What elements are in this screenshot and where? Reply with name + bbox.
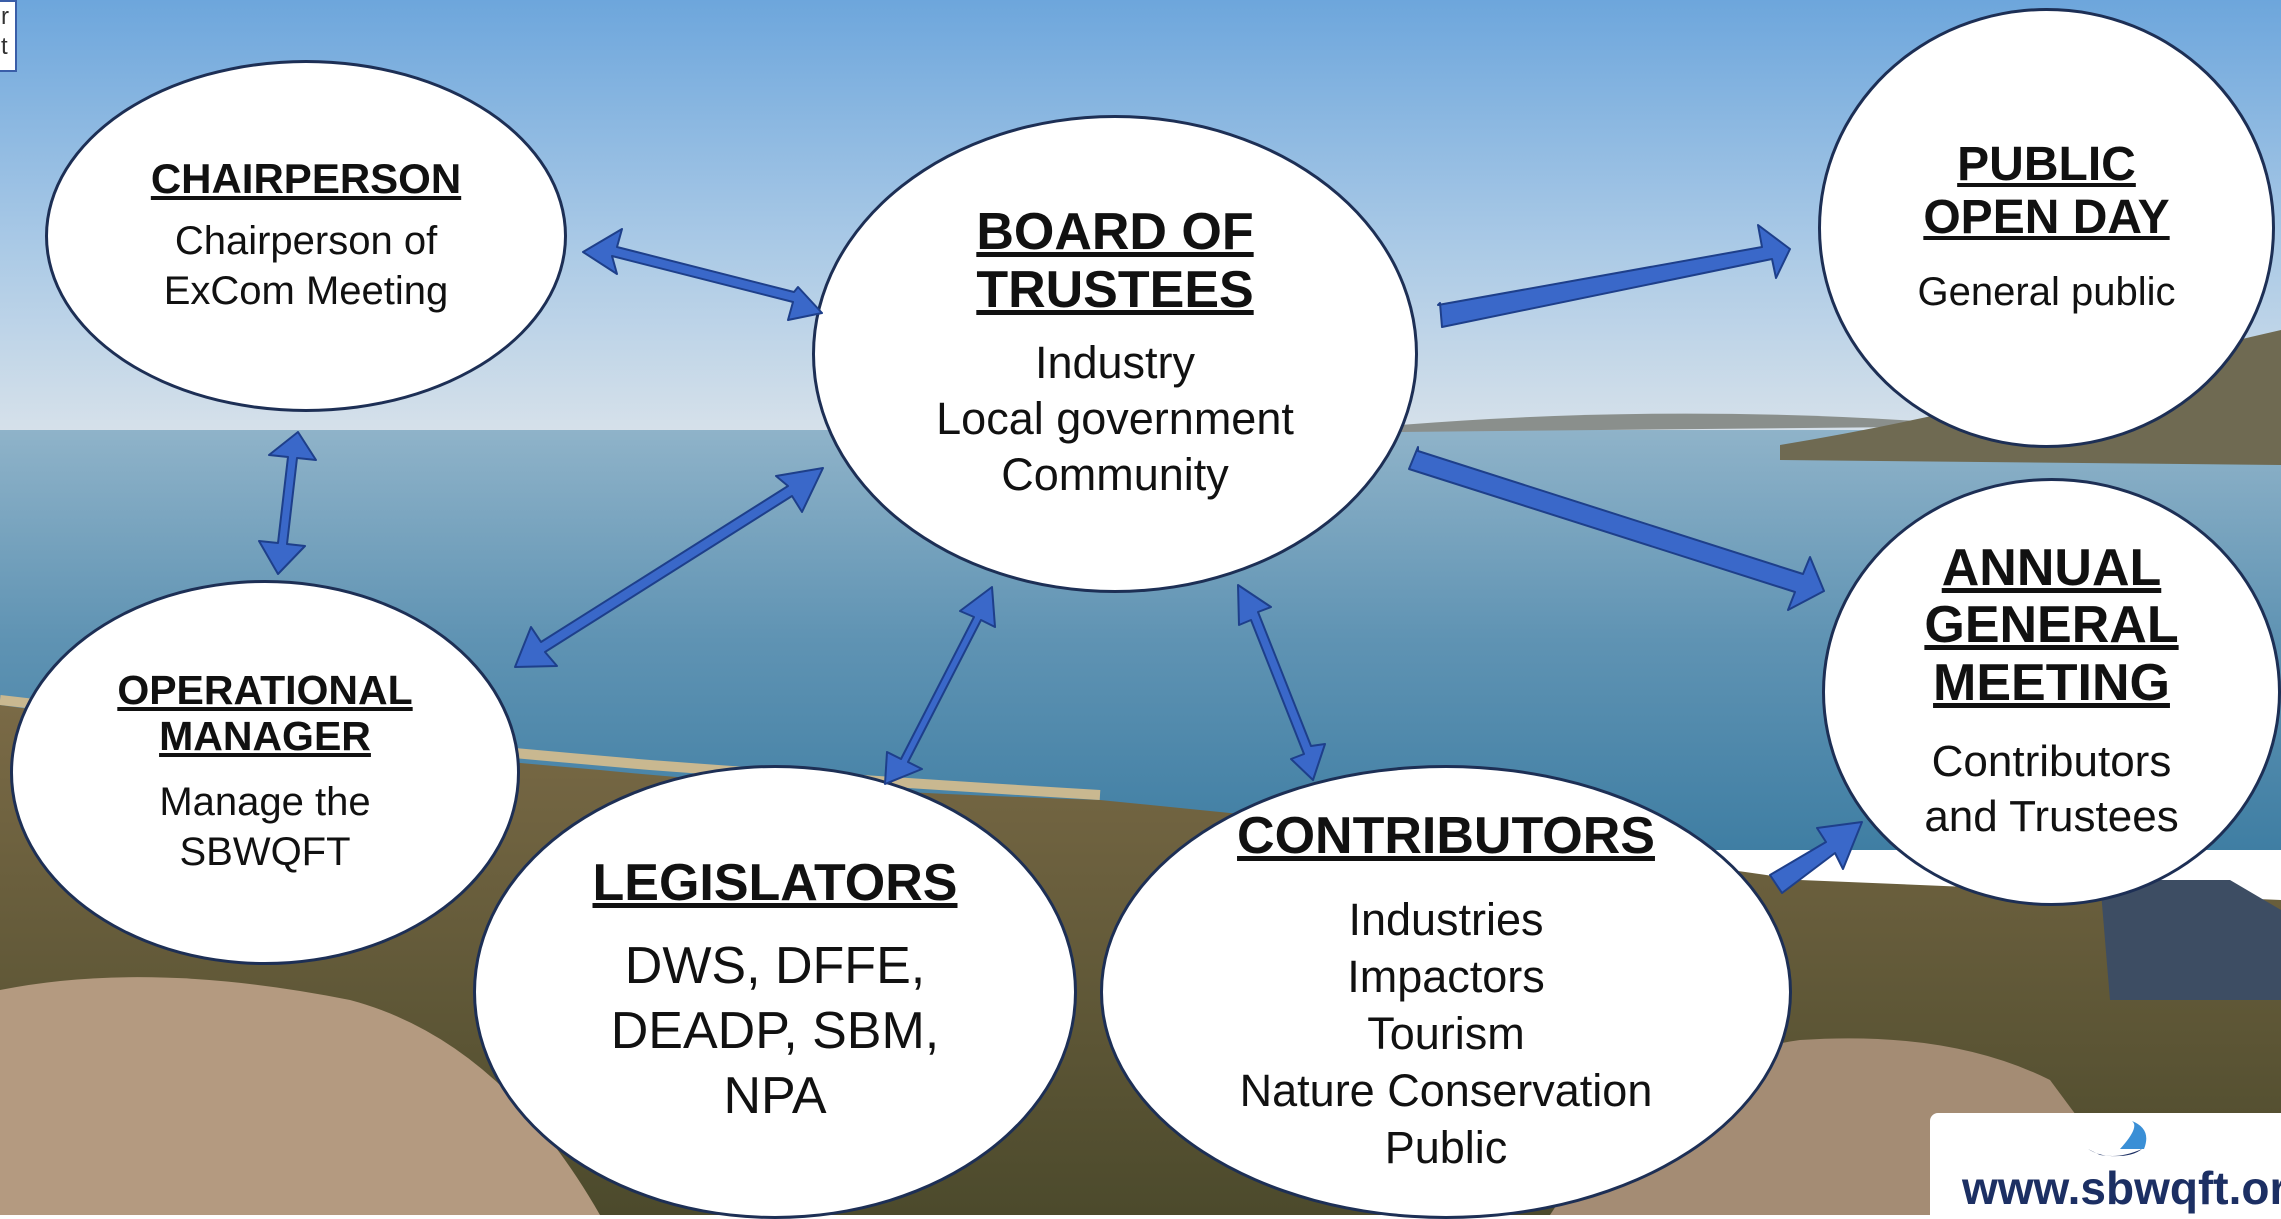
- node-annual-general-meeting: ANNUAL GENERAL MEETING Contributors and …: [1822, 478, 2281, 906]
- operational-manager-body: Manage the SBWQFT: [159, 779, 371, 874]
- legislators-body: DWS, DFFE, DEADP, SBM, NPA: [610, 937, 940, 1126]
- arrow-contributors-board: [1237, 584, 1326, 781]
- chairperson-body: Chairperson of ExCom Meeting: [163, 219, 449, 314]
- node-legislators: LEGISLATORS DWS, DFFE, DEADP, SBM, NPA: [473, 765, 1077, 1219]
- arrow-chairperson-operational-manager: [258, 431, 317, 575]
- arrow-chairperson-board: [582, 228, 823, 321]
- legislators-title: LEGISLATORS: [592, 853, 958, 912]
- arrow-legislators-board: [884, 586, 996, 785]
- board-title: BOARD OF TRUSTEES: [976, 203, 1254, 319]
- contributors-body: Industries Impactors Tourism Nature Cons…: [1239, 893, 1653, 1174]
- chairperson-title: CHAIRPERSON: [150, 154, 462, 202]
- arrow-contributors-agm: [1769, 821, 1863, 894]
- agm-title: ANNUAL GENERAL MEETING: [1924, 539, 2179, 712]
- node-operational-manager: OPERATIONAL MANAGER Manage the SBWQFT: [10, 580, 520, 965]
- website-banner: www.sbwqft.org.z: [1930, 1113, 2281, 1215]
- board-body: Industry Local government Community: [936, 336, 1294, 501]
- arrow-board-agm: [1408, 446, 1825, 611]
- public-open-day-title: PUBLIC OPEN DAY: [1923, 138, 2170, 244]
- node-chairperson: CHAIRPERSON Chairperson of ExCom Meeting: [45, 60, 567, 412]
- website-url[interactable]: www.sbwqft.org.z: [1962, 1162, 2281, 1214]
- node-contributors: CONTRIBUTORS Industries Impactors Touris…: [1100, 765, 1792, 1219]
- node-board-of-trustees: BOARD OF TRUSTEES Industry Local governm…: [812, 115, 1418, 593]
- water-drop-icon: [2088, 1121, 2147, 1157]
- corner-text-fragment: r t: [0, 0, 17, 72]
- contributors-title: CONTRIBUTORS: [1237, 806, 1655, 865]
- public-open-day-body: General public: [1917, 269, 2176, 314]
- node-public-open-day: PUBLIC OPEN DAY General public: [1818, 8, 2275, 448]
- agm-body: Contributors and Trustees: [1924, 736, 2179, 841]
- arrow-operational-manager-board: [514, 467, 824, 668]
- arrow-board-public-open-day: [1437, 224, 1791, 328]
- operational-manager-title: OPERATIONAL MANAGER: [117, 667, 413, 759]
